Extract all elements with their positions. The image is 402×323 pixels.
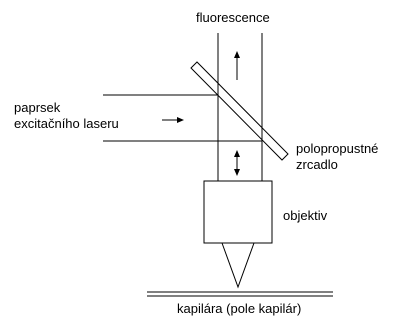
mirror-label-line2: zrcadlo (296, 157, 338, 172)
double-arrow-head-up (234, 150, 240, 157)
mirror-label-line1: polopropustné (296, 141, 378, 156)
double-arrow-head-down (234, 169, 240, 176)
laser-beam-label-line2: excitačního laseru (14, 116, 119, 131)
semitransparent-mirror (190, 61, 289, 161)
capillary-label: kapilára (pole kapilár) (177, 301, 301, 316)
objective-cone (221, 242, 255, 289)
laser-arrow-head (177, 117, 184, 123)
fluorescence-label: fluorescence (196, 10, 270, 25)
laser-beam-label-line1: paprsek (14, 100, 61, 115)
objective-body (203, 180, 273, 244)
fluorescence-arrow-head (234, 51, 240, 58)
objective-label: objektiv (283, 208, 328, 223)
